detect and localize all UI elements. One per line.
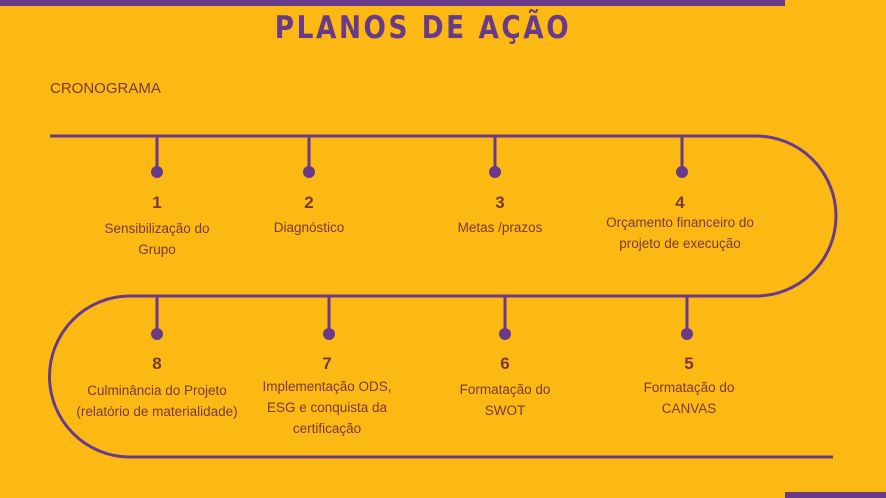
dot-8: [151, 328, 163, 340]
step-label: Orçamento financeiro do projeto de execu…: [606, 215, 754, 251]
dot-4: [676, 166, 688, 178]
top-accent-bar: [0, 0, 785, 6]
step-3: 3 Metas /prazos: [410, 192, 590, 238]
dot-7: [323, 328, 335, 340]
timeline-line: [48, 134, 838, 459]
step-label: Implementação ODS, ESG e conquista da ce…: [262, 379, 392, 436]
step-number: 3: [495, 193, 505, 212]
step-4: 4 Orçamento financeiro do projeto de exe…: [590, 192, 770, 254]
step-number: 5: [684, 354, 694, 373]
dot-6: [499, 328, 511, 340]
step-2: 2 Diagnóstico: [219, 192, 399, 238]
page-title: PLANOS DE AÇÃO: [274, 10, 572, 46]
step-label: Culminância do Projeto (relatório de mat…: [76, 383, 238, 419]
step-1: 1 Sensibilização do Grupo: [67, 192, 247, 260]
step-number: 7: [322, 354, 332, 373]
step-7: 7 Implementação ODS, ESG e conquista da …: [237, 353, 417, 439]
step-number: 1: [152, 193, 162, 212]
step-8: 8 Culminância do Projeto (relatório de m…: [67, 353, 247, 422]
step-label: Sensibilização do Grupo: [104, 221, 210, 257]
step-label: Formatação do SWOT: [459, 382, 551, 418]
step-6: 6 Formatação do SWOT: [415, 353, 595, 421]
step-5: 5 Formatação do CANVAS: [599, 353, 779, 419]
dot-3: [489, 166, 501, 178]
section-subtitle: CRONOGRAMA: [50, 80, 161, 97]
step-label: Formatação do CANVAS: [643, 380, 735, 416]
step-number: 6: [500, 354, 510, 373]
dot-1: [151, 166, 163, 178]
dot-5: [681, 328, 693, 340]
step-number: 2: [304, 193, 314, 212]
timeline-markers: [151, 136, 693, 340]
bottom-accent-bar: [785, 492, 886, 498]
step-number: 4: [675, 193, 685, 212]
dot-2: [303, 166, 315, 178]
step-label: Metas /prazos: [457, 220, 543, 235]
step-number: 8: [152, 354, 162, 373]
step-label: Diagnóstico: [273, 220, 345, 235]
